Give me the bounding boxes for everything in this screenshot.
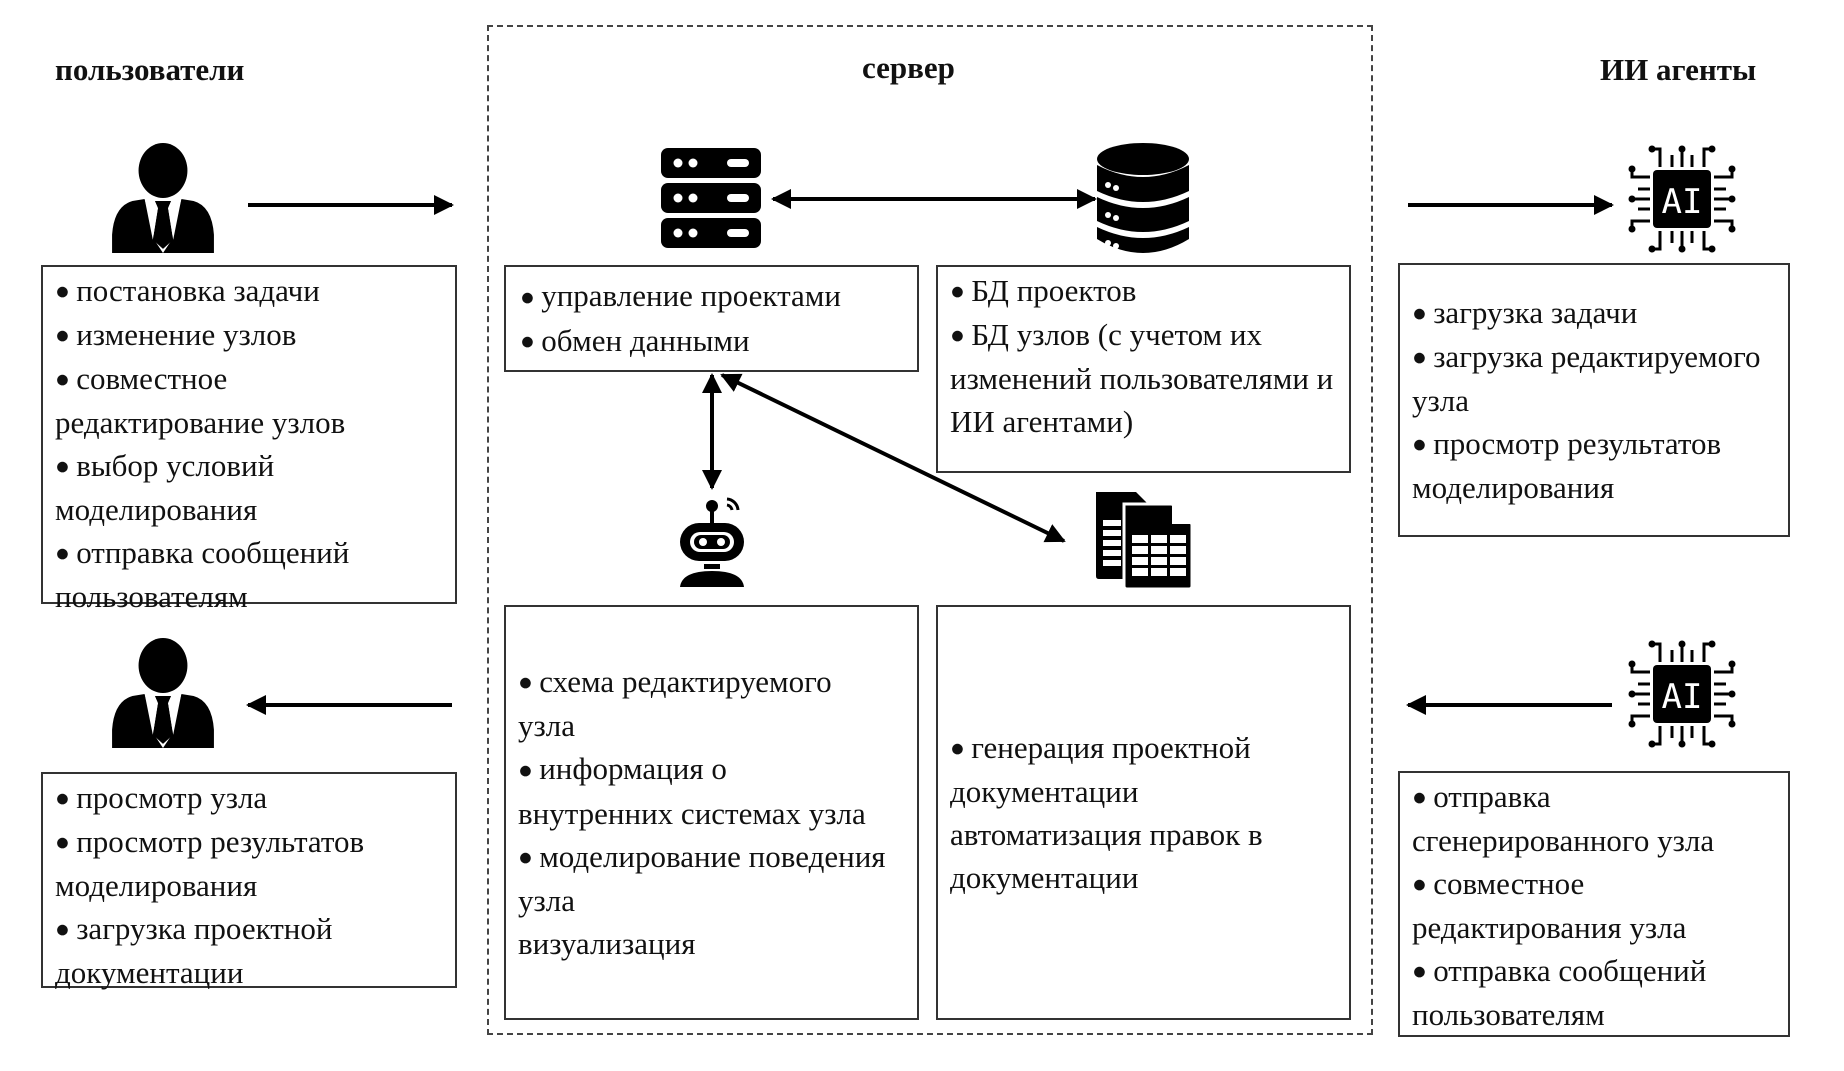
- server-db-box: БД проектов БД узлов (с учетом их измене…: [936, 265, 1351, 473]
- list-item: загрузка проектной документации: [55, 907, 443, 994]
- database-icon: [1097, 143, 1189, 253]
- ai-agents-heading: ИИ агенты: [1600, 52, 1757, 87]
- server-docs-box: генерация проектной документации автомат…: [936, 605, 1351, 1020]
- ai-output-box: отправка сгенерированного узла совместно…: [1398, 771, 1790, 1037]
- list-item: управление проектами: [520, 274, 905, 318]
- list-item: схема редактируемого узла: [518, 660, 887, 747]
- list-item: автоматизация правок в документации: [950, 817, 1263, 896]
- list-item: отправка сообщений пользователям: [1412, 949, 1776, 1036]
- users-heading: пользователи: [55, 52, 245, 87]
- list-item: отправка сообщений пользователям: [55, 531, 443, 618]
- spreadsheet-documents-icon: [1096, 492, 1194, 590]
- list-item: обмен данными: [520, 319, 905, 363]
- list-item: отправка сгенерированного узла: [1412, 775, 1776, 862]
- list-item: изменение узлов: [55, 313, 443, 357]
- ai-chip-label: AI: [1662, 677, 1703, 717]
- list-item: просмотр результатов моделирования: [55, 820, 443, 907]
- list-item: совместное редактирования узла: [1412, 862, 1776, 949]
- server-app-box: управление проектами обмен данными: [504, 265, 919, 372]
- ai-chip-label: AI: [1662, 182, 1703, 222]
- list-item: БД узлов (с учетом их изменений пользова…: [950, 313, 1337, 443]
- list-item: загрузка редактируемого узла: [1412, 335, 1776, 422]
- ai-chip-icon: AI: [1628, 640, 1736, 748]
- list-item: генерация проектной документации: [950, 726, 1337, 813]
- list-item: совместное редактирование узлов: [55, 357, 443, 444]
- robot-icon: [680, 497, 744, 587]
- server-boundary: [487, 25, 1373, 1035]
- person-icon: [112, 638, 214, 748]
- server-heading: сервер: [862, 50, 955, 85]
- server-rack-icon: [661, 148, 761, 248]
- list-item: информация о внутренних системах узла: [518, 747, 887, 834]
- list-item: просмотр узла: [55, 776, 443, 820]
- person-icon: [112, 143, 214, 253]
- list-item: выбор условий моделирования: [55, 444, 443, 531]
- list-item: просмотр результатов моделирования: [1412, 422, 1776, 509]
- ai-chip-icon: AI: [1628, 145, 1736, 253]
- ai-input-box: загрузка задачи загрузка редактируемого …: [1398, 263, 1790, 537]
- list-item: БД проектов: [950, 269, 1337, 313]
- list-item: постановка задачи: [55, 269, 443, 313]
- list-item: загрузка задачи: [1412, 291, 1776, 335]
- server-modeling-box: схема редактируемого узла информация о в…: [504, 605, 919, 1020]
- users-input-box: постановка задачи изменение узлов совмес…: [41, 265, 457, 614]
- list-item: визуализация: [518, 925, 696, 961]
- list-item: моделирование поведения узла: [518, 835, 887, 922]
- users-output-box: просмотр узла просмотр результатов модел…: [41, 772, 457, 990]
